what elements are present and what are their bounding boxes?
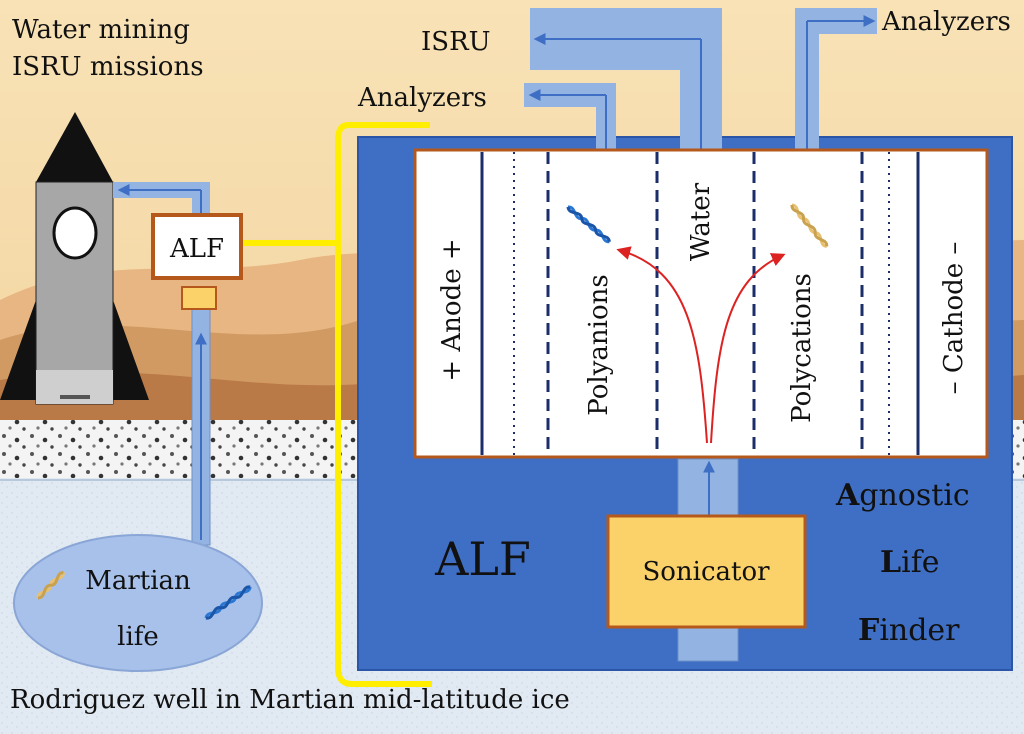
cathode-label: – Cathode – [939,242,969,395]
sonicator-label: Sonicator [642,557,770,587]
agnostic-initial: A [835,478,860,513]
agnostic-line: Agnostic [835,478,970,513]
isru-pipe [530,8,722,153]
alf-small-box [151,213,243,280]
dna-gold-icon [36,571,65,600]
dna-blue-icon [204,585,252,620]
bottom-caption: Rodriguez well in Martian mid-latitude i… [10,685,570,715]
sonicator-box [606,514,807,629]
dna-gold-icon [790,203,829,248]
anode-label: + Anode + [437,238,467,381]
title-line1: Water mining [12,15,190,45]
water-label: Water [686,182,716,261]
dna-blue-icon [566,205,611,244]
life-initial: L [880,545,901,580]
analyzers-left-pipe [524,83,616,153]
yellow-bracket [243,122,432,687]
polyanion-arrow [616,246,708,444]
well-pipe [113,182,211,546]
analyzers-right-pipe [795,8,877,153]
finder-rest: inder [879,613,960,648]
isru-label: ISRU [421,27,491,57]
analyzers-right-label: Analyzers [881,7,1011,37]
rocket-icon [0,112,149,405]
polycation-arrow [710,253,786,444]
analyzers-left-label: Analyzers [357,83,487,113]
life-rest: ife [901,545,939,580]
electrophoresis-chamber [413,148,989,459]
alf-small-label: ALF [169,234,224,264]
polyanions-label: Polyanions [584,274,614,415]
martian-life-line1: Martian [85,566,191,596]
polycations-label: Polycations [787,273,817,423]
agnostic-rest: gnostic [859,478,969,513]
title-line2: ISRU missions [12,52,204,82]
martian-life-pool [13,534,263,672]
martian-life-line2: life [117,622,159,652]
alf-big-label: ALF [434,532,531,586]
finder-line: Finder [858,613,960,648]
finder-initial: F [858,613,879,648]
life-line: Life [880,545,940,580]
alf-small-connector [181,286,217,310]
